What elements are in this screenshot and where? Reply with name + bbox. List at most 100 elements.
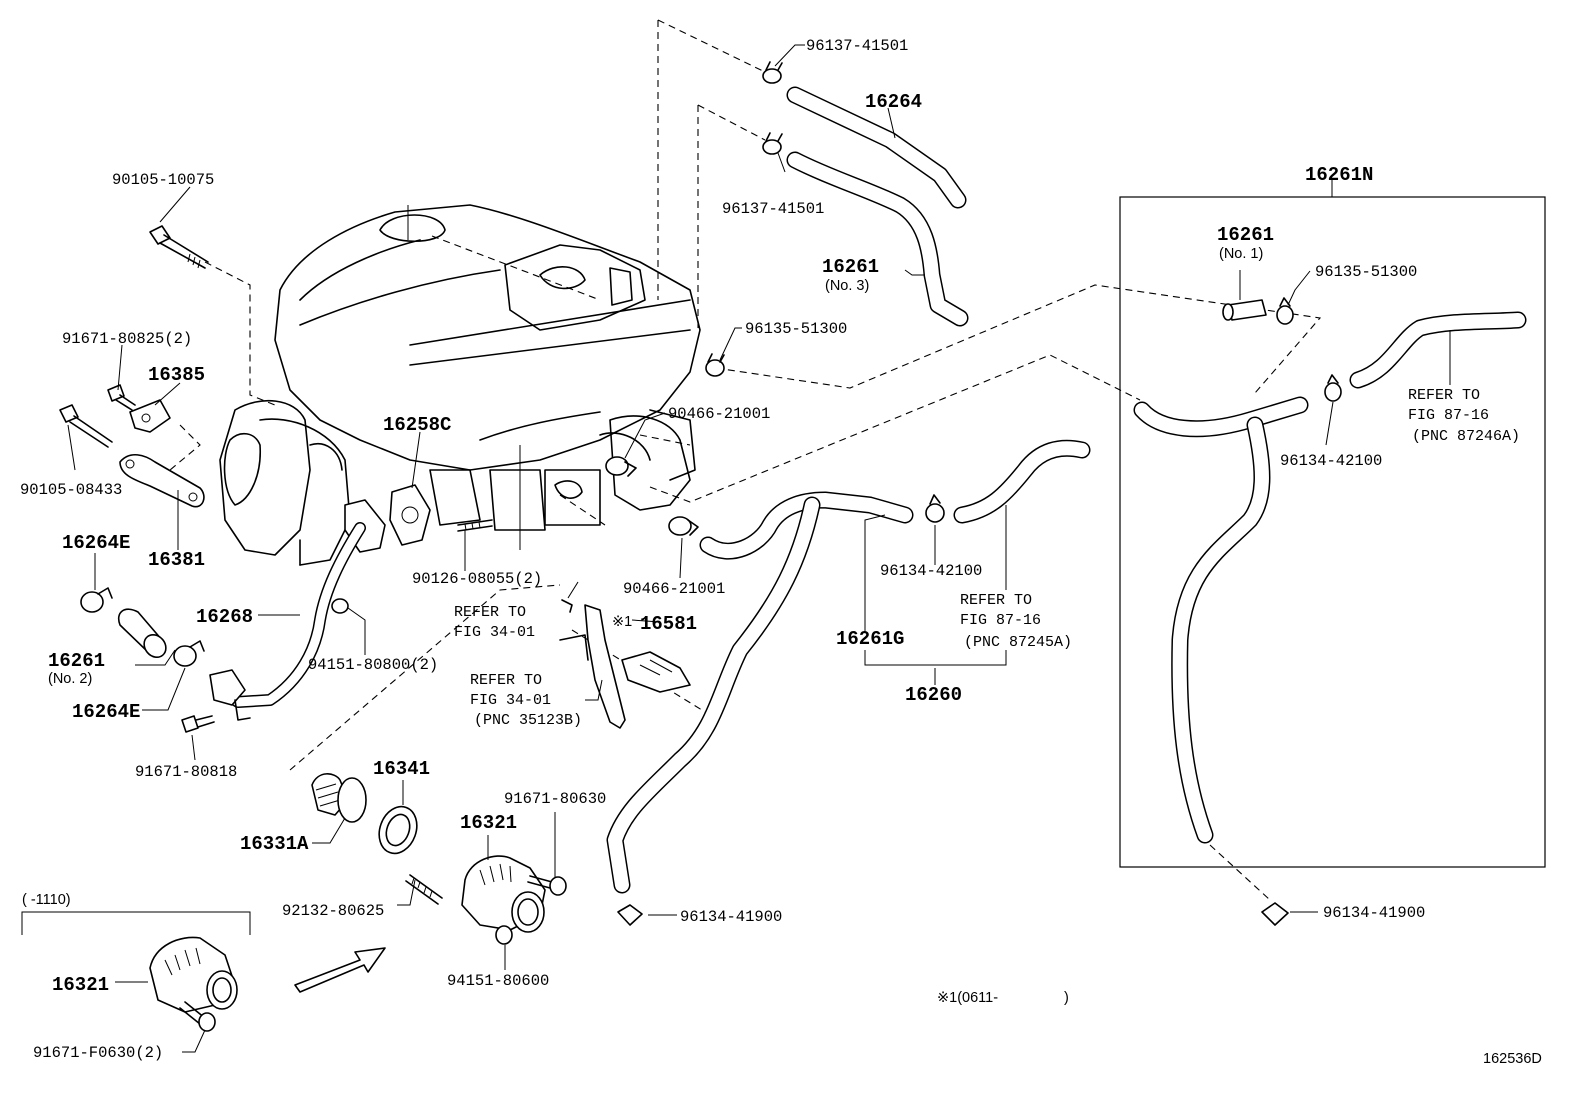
clamp-16264E-b <box>173 640 205 667</box>
label-16321-main: 16321 <box>460 812 517 834</box>
label-16261-no2-sub: (No. 2) <box>48 671 92 687</box>
label-90466-21001-a: 90466-21001 <box>668 405 770 423</box>
label-16261-no1-sub: (No. 1) <box>1219 246 1263 262</box>
label-16261-no3-sub: (No. 3) <box>825 278 869 294</box>
clamp-96135-51300-r <box>1276 297 1294 325</box>
engine-block-illustration <box>219 204 701 566</box>
bracket-16381 <box>119 454 205 508</box>
ref-87-16-a-line1: REFER TO <box>960 592 1032 609</box>
connector-16261-no1 <box>1222 299 1267 321</box>
label-92132-80625: 92132-80625 <box>282 902 384 920</box>
label-96137-41501-b: 96137-41501 <box>722 200 824 218</box>
label-96135-51300-m: 96135-51300 <box>745 320 847 338</box>
label-16261-no3: 16261 <box>822 256 879 278</box>
bolt-90105-10075 <box>149 225 209 269</box>
clamp-96137-41501-b <box>762 132 783 155</box>
bracket-35123B <box>559 599 626 729</box>
clamp-96135-51300-m <box>705 353 725 377</box>
ref-34-01-a-line2: FIG 34-01 <box>454 624 535 641</box>
label-90466-21001-b: 90466-21001 <box>623 580 725 598</box>
clamp-16264E-a <box>80 587 113 613</box>
label-94151-80800: 94151-80800(2) <box>308 656 438 674</box>
outlet-16321-inset <box>149 936 238 1013</box>
label-96135-51300-r: 96135-51300 <box>1315 263 1417 281</box>
hose-16264 <box>786 86 967 209</box>
clamp-90466-21001-a <box>605 456 637 477</box>
label-16381: 16381 <box>148 549 205 571</box>
label-16261G: 16261G <box>836 628 904 650</box>
label-16581: 16581 <box>640 613 697 635</box>
label-90105-10075: 90105-10075 <box>112 171 214 189</box>
bracket-16385 <box>129 399 171 433</box>
clamp-96137-41501-a <box>762 61 783 84</box>
label-16268: 16268 <box>196 606 253 628</box>
mark-16581: ※1 <box>612 614 632 630</box>
label-16341: 16341 <box>373 758 430 780</box>
clamp-96134-42100-r <box>1324 374 1342 402</box>
stud-92132-80625 <box>405 874 443 905</box>
ref-34-01-b-line2: FIG 34-01 <box>470 692 551 709</box>
ref-87-16-a-line2: FIG 87-16 <box>960 612 1041 629</box>
bolt-90105-08433 <box>59 404 113 448</box>
ref-34-01-b-line3: (PNC 35123B) <box>474 712 582 729</box>
label-96137-41501-a: 96137-41501 <box>806 37 908 55</box>
hose-16261G <box>606 491 914 894</box>
arrow-icon <box>294 947 386 993</box>
clamp-90466-21001-b <box>668 516 699 536</box>
label-96134-42100-m: 96134-42100 <box>880 562 982 580</box>
pipe-16268 <box>209 499 386 721</box>
hose-16261-no3 <box>786 151 969 327</box>
label-91671-F0630: 91671-F0630(2) <box>33 1044 163 1062</box>
reference-notes: REFER TO FIG 34-01 REFER TO FIG 34-01 (P… <box>454 387 1520 729</box>
outlet-16321-main <box>461 855 546 933</box>
bolt-91671-80818 <box>181 715 215 733</box>
label-16258C: 16258C <box>383 414 451 436</box>
bolt-91671-80630 <box>527 875 567 896</box>
label-91671-80818: 91671-80818 <box>135 763 237 781</box>
label-94151-80600: 94151-80600 <box>447 972 549 990</box>
label-90105-08433: 90105-08433 <box>20 481 122 499</box>
bracket-16581 <box>621 651 691 693</box>
footnote-effective-date: ※1(0611- <box>937 990 998 1006</box>
gasket-16258C <box>389 484 431 546</box>
bolt-91671-F0630 <box>179 1001 216 1032</box>
ref-87-16-b-line2: FIG 87-16 <box>1408 407 1489 424</box>
bolt-91671-80825 <box>107 384 136 411</box>
label-96134-41900-r: 96134-41900 <box>1323 904 1425 922</box>
hose-16261-no2 <box>118 608 167 659</box>
label-16260: 16260 <box>905 684 962 706</box>
thermostat-16331A <box>311 773 367 823</box>
inset-range-label: ( -1110) <box>22 892 71 908</box>
label-16264E-b: 16264E <box>72 701 140 723</box>
figure-id: 162536D <box>1483 1051 1542 1067</box>
footnotes: ※1 ※1(0611- ) ( -1110) 162536D <box>22 614 1542 1067</box>
label-96134-41900-m: 96134-41900 <box>680 908 782 926</box>
label-91671-80825: 91671-80825(2) <box>62 330 192 348</box>
inset-bracket <box>21 911 251 935</box>
label-16261-no1: 16261 <box>1217 224 1274 246</box>
stud-90126-08055 <box>457 519 493 532</box>
callout-labels: 96137-41501 16264 96137-41501 16261N 162… <box>20 37 1425 1062</box>
ref-87-16-b-line3: (PNC 87246A) <box>1412 428 1520 445</box>
clamp-96134-41900-r <box>1261 902 1289 926</box>
label-16261N: 16261N <box>1305 164 1373 186</box>
ref-34-01-b-line1: REFER TO <box>470 672 542 689</box>
nut-94151-80600 <box>495 925 513 945</box>
dashed-leader-lines <box>169 19 1322 901</box>
label-16331A: 16331A <box>240 833 309 855</box>
label-16264E-a: 16264E <box>62 532 130 554</box>
label-16261-no2: 16261 <box>48 650 105 672</box>
ref-34-01-a-line1: REFER TO <box>454 604 526 621</box>
label-96134-42100-r: 96134-42100 <box>1280 452 1382 470</box>
ref-87-16-a-line3: (PNC 87245A) <box>964 634 1072 651</box>
label-91671-80630: 91671-80630 <box>504 790 606 808</box>
label-16264: 16264 <box>865 91 922 113</box>
gasket-16341 <box>378 805 418 855</box>
hose-16260-stub <box>953 439 1091 524</box>
footnote-close: ) <box>1064 990 1069 1006</box>
bolt-94151-80800 <box>331 598 349 614</box>
ref-87-16-b-line1: REFER TO <box>1408 387 1480 404</box>
label-16385: 16385 <box>148 364 205 386</box>
